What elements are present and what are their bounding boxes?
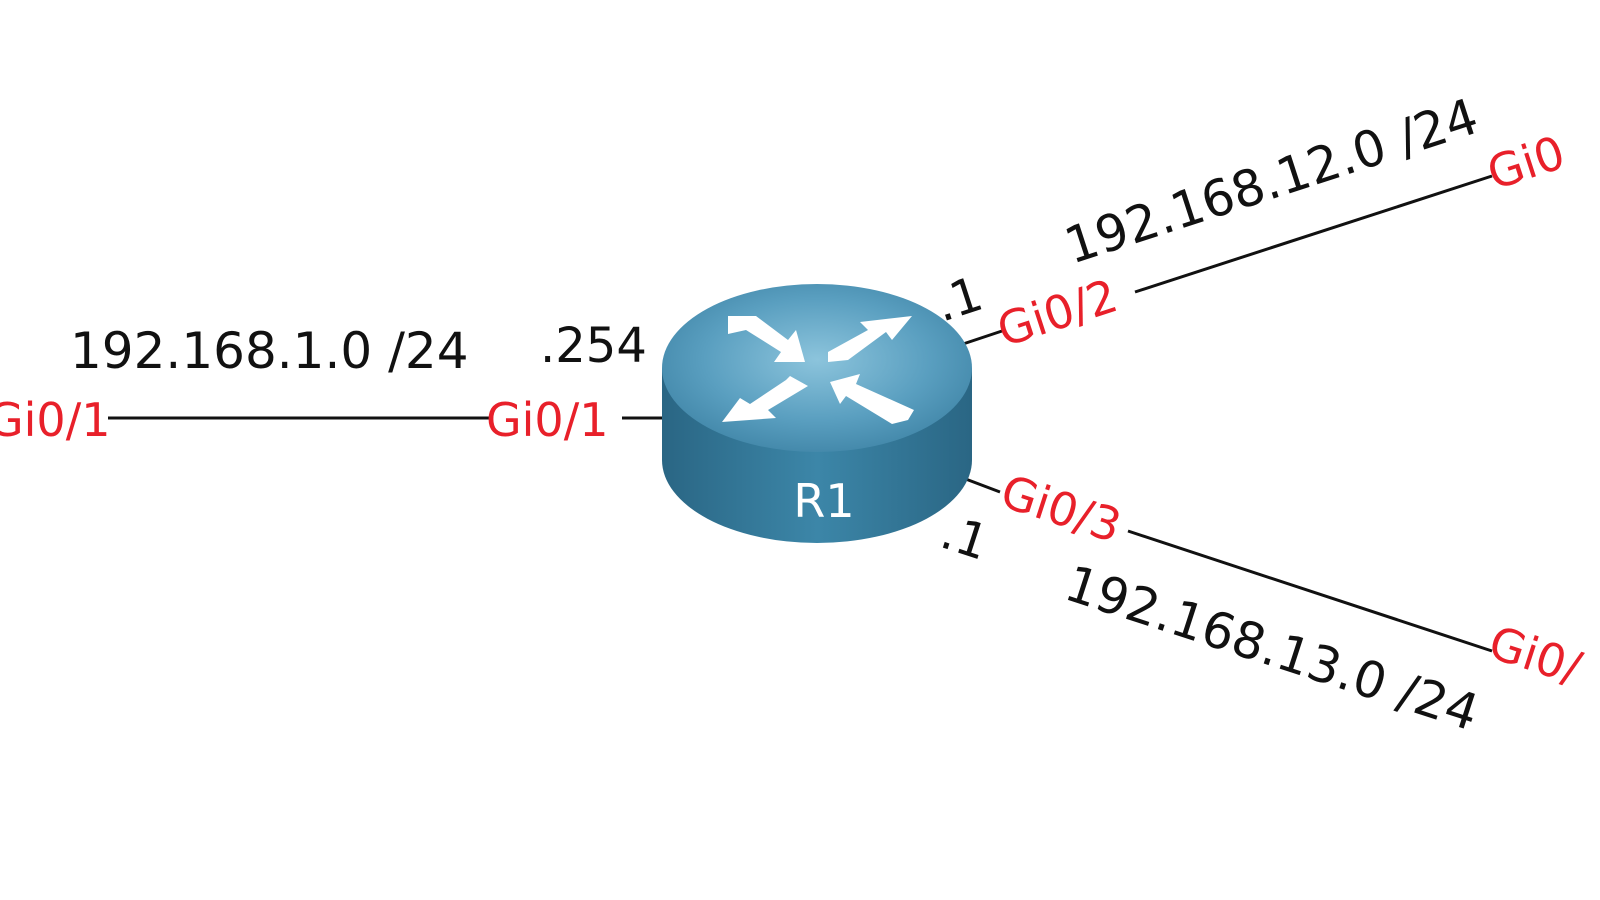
interface-label-upper-right-local: Gi0/2 (991, 268, 1124, 357)
host-label-left: .254 (540, 318, 647, 374)
router-arrows-icon (722, 316, 914, 424)
interface-label-lower-right-local: Gi0/3 (995, 464, 1128, 553)
link-lower-right (1127, 529, 1493, 653)
interface-label-upper-right-remote: Gi0 (1481, 125, 1572, 200)
host-label-lower-right: .1 (934, 504, 995, 571)
network-label-lower-right: 192.168.13.0 /24 (1058, 554, 1485, 742)
interface-label-lower-right-remote: Gi0/ (1483, 615, 1589, 695)
link-upper-right (1134, 174, 1493, 294)
network-label-left: 192.168.1.0 /24 (70, 322, 469, 380)
link-upper-right-stub (959, 329, 1003, 347)
router-name: R1 (793, 474, 854, 528)
link-lower-right-stub (962, 476, 1001, 494)
router-r1[interactable]: R1 (662, 284, 972, 543)
interface-label-left-local: Gi0/1 (486, 393, 608, 447)
router-top (662, 284, 972, 452)
interface-label-left-remote: Gi0/1 (0, 393, 110, 447)
